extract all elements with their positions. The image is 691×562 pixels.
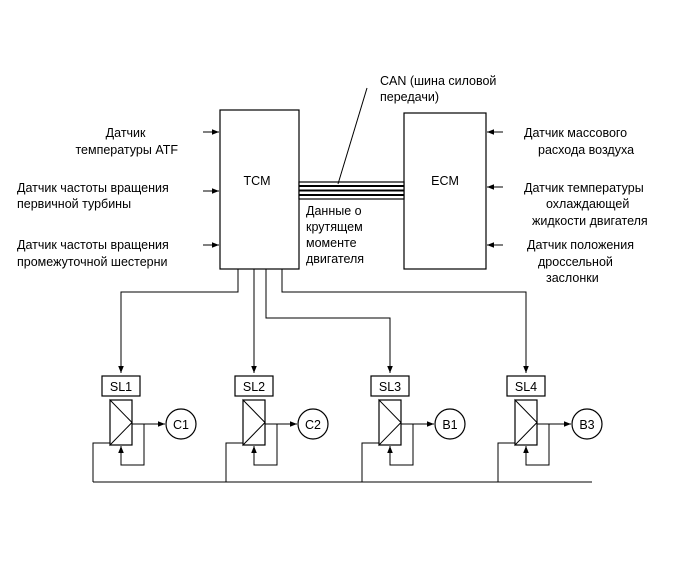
valve-triangle	[514, 398, 538, 447]
clutch-circle	[297, 408, 329, 440]
valve-triangle	[109, 398, 133, 447]
solenoid-box	[234, 375, 274, 397]
drain-line	[361, 442, 379, 482]
tcm-input-counter-gear-speed-label: Датчик частоты вращения промежуточной ше…	[17, 238, 172, 269]
tcm-box	[219, 109, 300, 270]
ecm-label: ECM	[431, 174, 459, 188]
tcm-input-turbine-speed-label: Датчик частоты вращения первичной турбин…	[17, 181, 172, 211]
can-bus	[298, 181, 405, 200]
solenoid-box	[370, 375, 410, 397]
can-leader-line	[337, 87, 368, 185]
solenoid-label: SL1	[110, 380, 132, 394]
can-label: CAN (шина силовой передачи)	[380, 74, 500, 104]
feedback-line	[523, 424, 550, 466]
ecm-input-coolant-temp-label: Датчик температуры охлаждающей жидкости …	[524, 181, 648, 228]
feedback-line	[387, 424, 414, 466]
drain-line	[92, 442, 110, 482]
valve-triangle	[242, 398, 266, 447]
tcm-output-sl3	[265, 269, 393, 373]
feedback-line	[118, 424, 145, 466]
solenoid-sl4: SL4 B3	[497, 375, 603, 482]
solenoid-label: SL4	[515, 380, 537, 394]
solenoid-box	[506, 375, 546, 397]
valve-body	[514, 399, 538, 446]
brake-circle	[434, 408, 466, 440]
clutch-label: C2	[305, 418, 321, 432]
tcm-output-sl1	[118, 269, 239, 373]
brake-circle	[571, 408, 603, 440]
valve-triangle	[378, 398, 402, 447]
drain-line	[225, 442, 243, 482]
torque-data-label: Данные о крутящем моменте двигателя	[306, 204, 366, 266]
tcm-output-sl4	[281, 269, 529, 373]
tcm-input-atf-temp-label: Датчик температуры ATF	[75, 126, 178, 157]
valve-body	[242, 399, 266, 446]
solenoid-sl2: SL2 C2	[225, 375, 329, 482]
brake-label: B1	[442, 418, 457, 432]
valve-body	[109, 399, 133, 446]
ecm-input-throttle-label: Датчик положения дроссельной заслонки	[527, 238, 637, 285]
brake-label: B3	[579, 418, 594, 432]
solenoid-label: SL3	[379, 380, 401, 394]
clutch-label: C1	[173, 418, 189, 432]
clutch-circle	[165, 408, 197, 440]
feedback-line	[251, 424, 278, 466]
solenoid-label: SL2	[243, 380, 265, 394]
valve-body	[378, 399, 402, 446]
solenoid-box	[101, 375, 141, 397]
ecm-input-maf-label: Датчик массового расхода воздуха	[524, 126, 634, 157]
ecm-box	[403, 112, 487, 270]
tcm-label: TCM	[243, 174, 270, 188]
drain-line	[497, 442, 515, 482]
solenoid-sl3: SL3 B1	[361, 375, 466, 482]
solenoid-sl1: SL1 C1	[92, 375, 197, 482]
